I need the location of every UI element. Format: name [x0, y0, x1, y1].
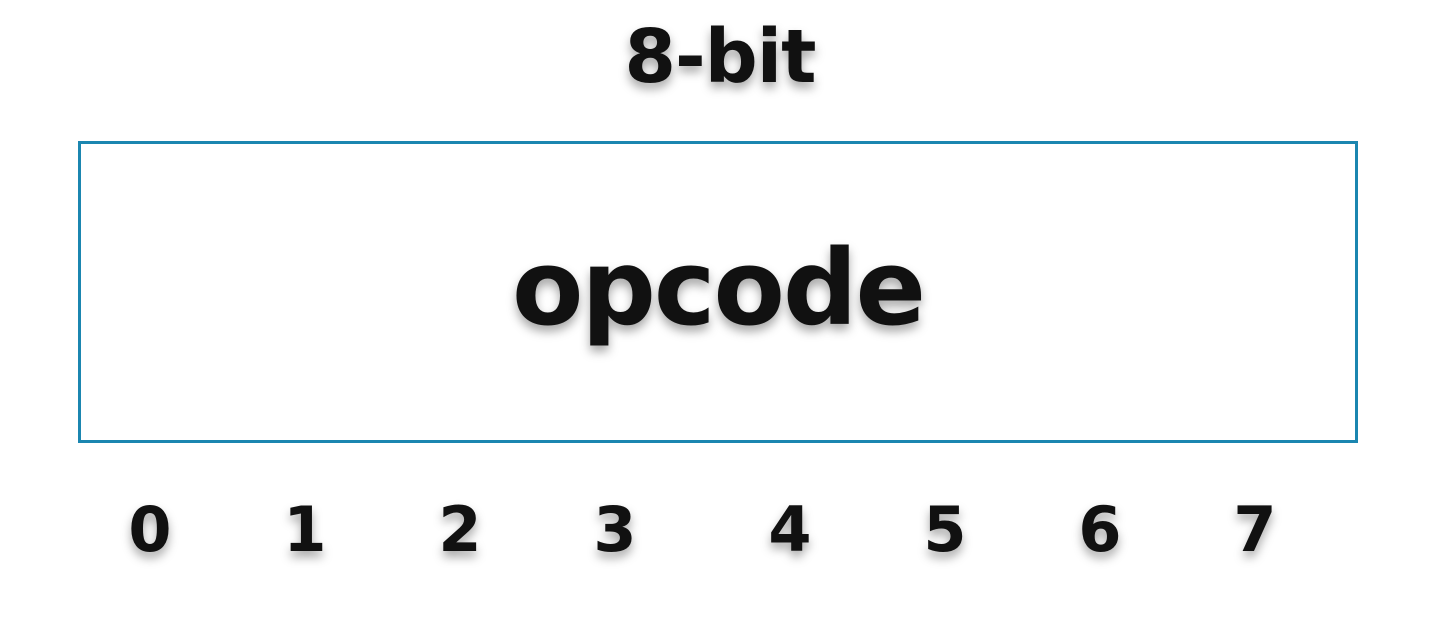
- bit-index-4: 4: [768, 493, 812, 566]
- opcode-field-box: opcode: [78, 141, 1358, 443]
- bit-index-3: 3: [593, 493, 637, 566]
- opcode-label: opcode: [512, 227, 926, 349]
- bit-index-1: 1: [283, 493, 327, 566]
- diagram-title: 8-bit: [624, 14, 817, 100]
- bit-index-5: 5: [923, 493, 967, 566]
- bit-index-0: 0: [128, 493, 172, 566]
- bit-index-6: 6: [1078, 493, 1122, 566]
- bit-index-7: 7: [1233, 493, 1277, 566]
- bit-index-2: 2: [438, 493, 482, 566]
